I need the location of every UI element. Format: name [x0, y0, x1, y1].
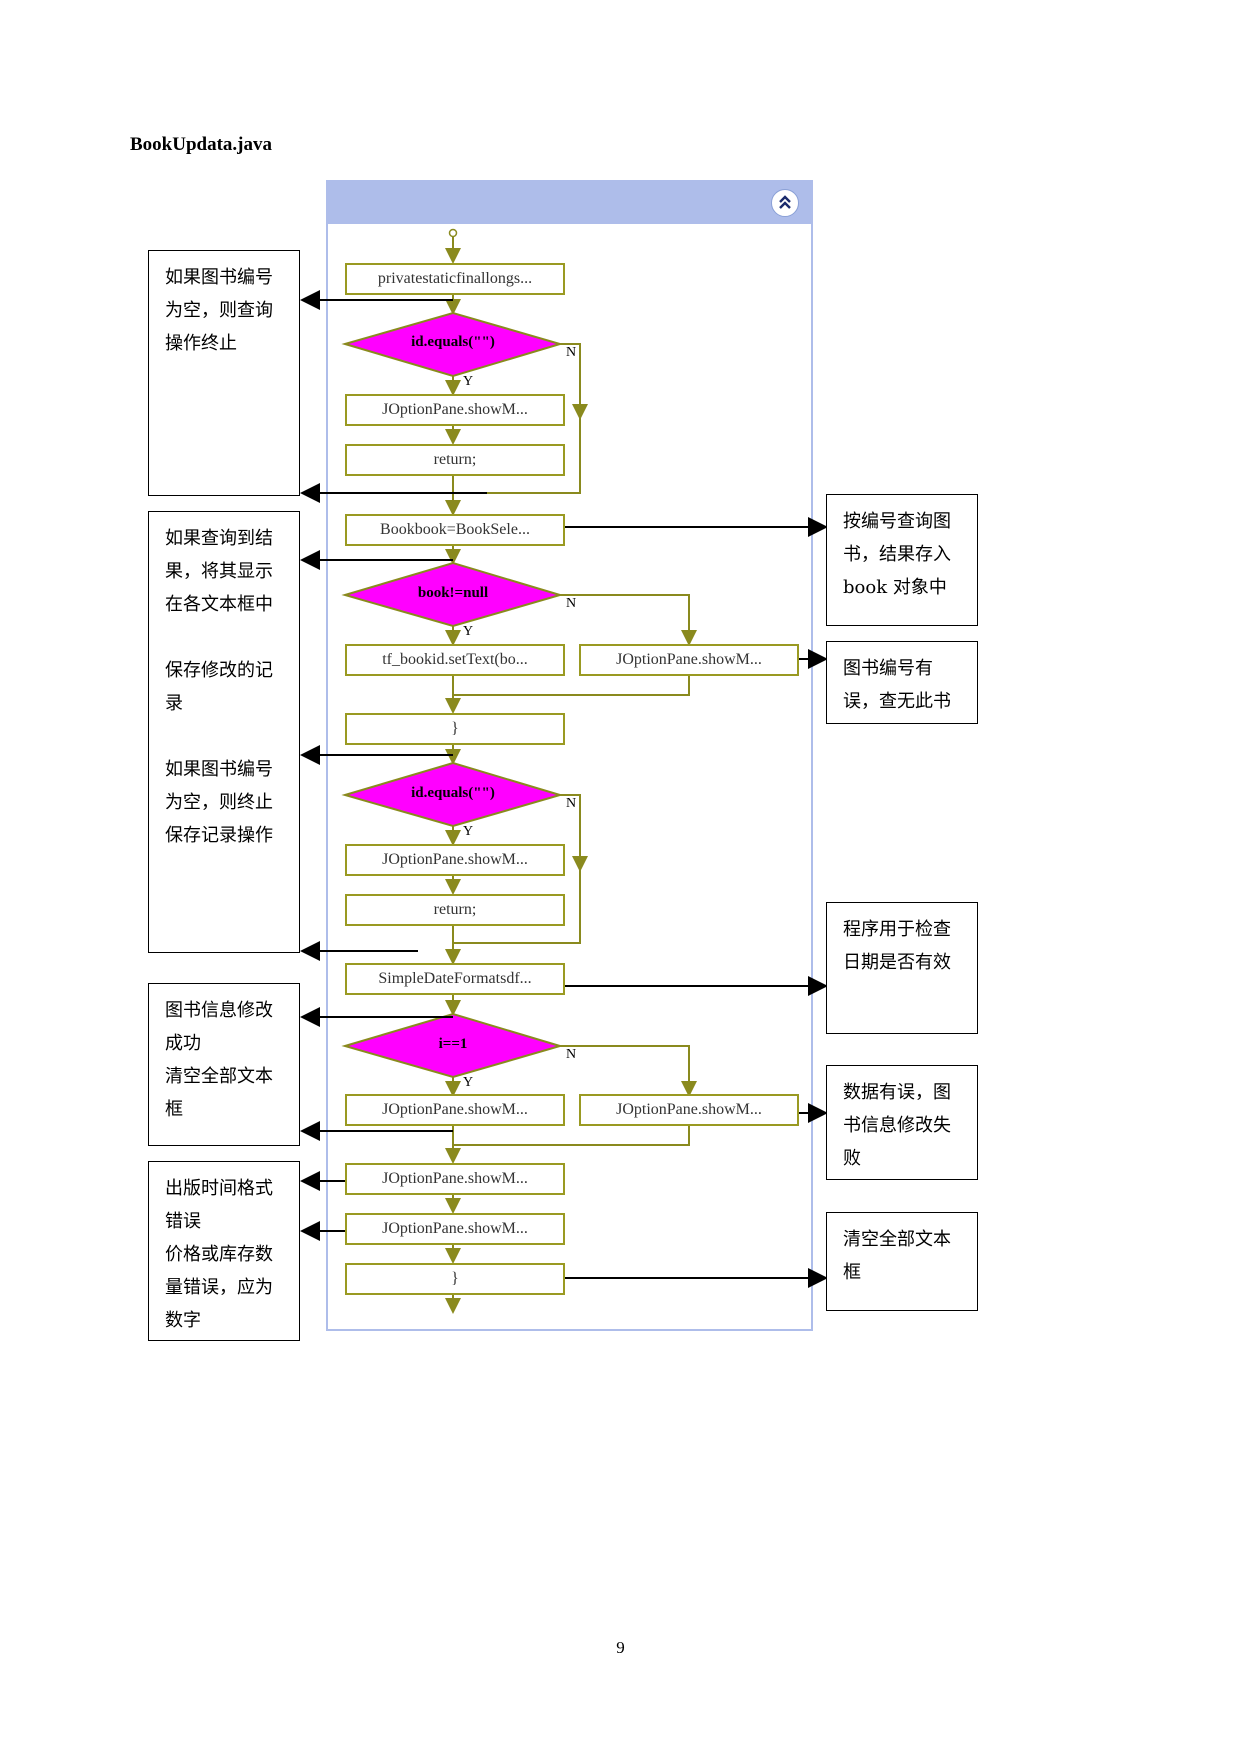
decision-diamond: [341, 761, 564, 828]
note-text: 出版时间格式错误: [165, 1178, 273, 1232]
step-box: JOptionPane.showM...: [345, 1094, 565, 1126]
step-box: tf_bookid.setText(bo...: [345, 644, 565, 676]
annotation-arrows: [300, 290, 828, 1288]
note-format-errors: 出版时间格式错误 价格或库存数量错误，应为数字: [148, 1161, 300, 1341]
decision-condition: book!=null: [417, 585, 489, 601]
decision-condition: i==1: [438, 1036, 468, 1052]
decision-condition: id.equals(""): [411, 334, 495, 350]
step-box: }: [345, 1263, 565, 1295]
no-label: N: [566, 345, 577, 360]
double-chevron-up-icon[interactable]: [771, 189, 799, 217]
step-box: JOptionPane.showM...: [345, 844, 565, 876]
step-box: privatestaticfinallongs...: [345, 263, 565, 295]
note-text: 如果图书编号为空，则查询操作终止: [165, 267, 273, 354]
step-box: return;: [345, 894, 565, 926]
step-box: SimpleDateFormatsdf...: [345, 963, 565, 995]
yes-label: Y: [463, 374, 474, 389]
decision-diamond: [341, 1012, 564, 1079]
panel-header: [328, 182, 811, 224]
yes-label: Y: [463, 1075, 474, 1090]
note-clear-fields: 清空全部文本框: [826, 1212, 978, 1311]
decision-diamond: [341, 561, 564, 628]
note-text: 图书信息修改成功: [165, 1000, 273, 1054]
note-text: 程序用于检查日期是否有效: [843, 919, 951, 973]
note-update-failed: 数据有误，图书信息修改失败: [826, 1065, 978, 1180]
note-text: 按编号查询图书，结果存入 book 对象中: [843, 511, 957, 598]
step-box: JOptionPane.showM...: [579, 1094, 799, 1126]
step-box: JOptionPane.showM...: [579, 644, 799, 676]
no-label: N: [566, 796, 577, 811]
note-query-by-id: 按编号查询图书，结果存入 book 对象中: [826, 494, 978, 626]
decision-condition: id.equals(""): [411, 785, 495, 801]
yes-label: Y: [463, 824, 474, 839]
no-label: N: [566, 1047, 577, 1062]
step-box: JOptionPane.showM...: [345, 1163, 565, 1195]
note-text: 价格或库存数量错误，应为数字: [165, 1244, 273, 1331]
step-box: }: [345, 713, 565, 745]
note-text: 如果图书编号为空，则终止保存记录操作: [165, 759, 273, 846]
document-title: BookUpdata.java: [130, 134, 272, 155]
decision-diamond: [341, 311, 564, 378]
note-text: 如果查询到结果，将其显示在各文本框中: [165, 528, 273, 615]
note-display-and-save: 如果查询到结果，将其显示在各文本框中 保存修改的记录 如果图书编号为空，则终止保…: [148, 511, 300, 953]
note-text: 图书编号有误，查无此书: [843, 658, 951, 712]
note-check-date: 程序用于检查日期是否有效: [826, 902, 978, 1034]
note-text: 清空全部文本框: [843, 1229, 951, 1283]
yes-label: Y: [463, 624, 474, 639]
step-box: JOptionPane.showM...: [345, 1213, 565, 1245]
note-book-not-found: 图书编号有误，查无此书: [826, 641, 978, 724]
note-empty-id-query: 如果图书编号为空，则查询操作终止: [148, 250, 300, 496]
no-label: N: [566, 596, 577, 611]
page-number: 9: [616, 1638, 625, 1657]
step-box: JOptionPane.showM...: [345, 394, 565, 426]
note-text: 数据有误，图书信息修改失败: [843, 1082, 951, 1169]
note-text: 保存修改的记录: [165, 660, 273, 714]
start-node: [448, 228, 458, 238]
note-text: 清空全部文本框: [165, 1066, 273, 1120]
step-box: return;: [345, 444, 565, 476]
note-update-success: 图书信息修改成功 清空全部文本框: [148, 983, 300, 1146]
step-box: Bookbook=BookSele...: [345, 514, 565, 546]
